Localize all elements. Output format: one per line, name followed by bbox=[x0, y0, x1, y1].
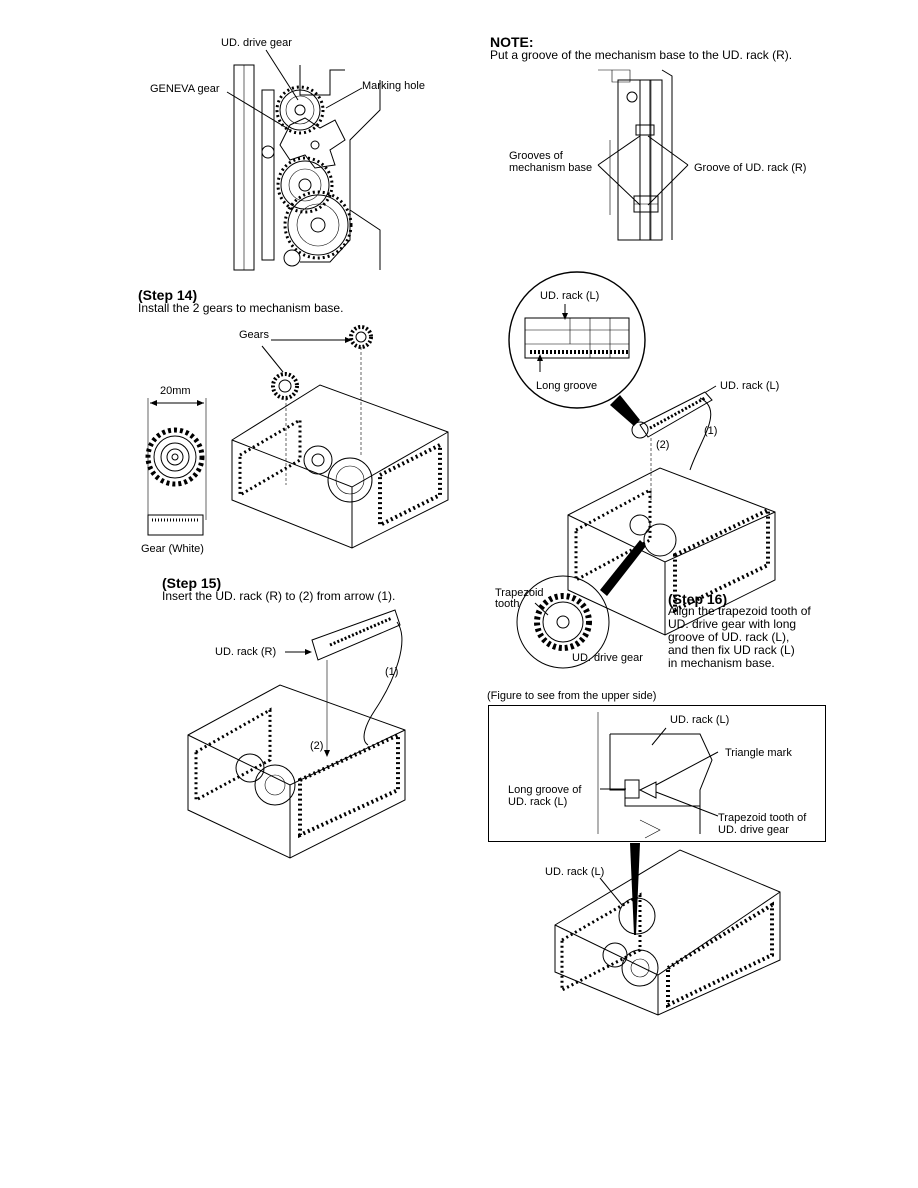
step16-line-4: and then fix UD rack (L) bbox=[668, 643, 795, 657]
label-rack-l-side: UD. rack (L) bbox=[720, 380, 780, 392]
upper-side-drawing bbox=[597, 712, 719, 839]
note-title: NOTE: bbox=[490, 34, 534, 50]
step16-line-1: Align the trapezoid tooth of bbox=[668, 604, 811, 618]
label-long-groove-of-2: UD. rack (L) bbox=[508, 796, 568, 808]
label-bottom-rack-l: UD. rack (L) bbox=[545, 866, 605, 878]
label-triangle-mark: Triangle mark bbox=[725, 747, 792, 759]
note-rack-drawing bbox=[597, 69, 689, 241]
label-20mm: 20mm bbox=[160, 385, 191, 397]
geneva-gear-drawing bbox=[226, 49, 381, 271]
step16-line-3: groove of UD. rack (L), bbox=[668, 630, 790, 644]
label-trapezoid-2: tooth bbox=[495, 598, 520, 610]
step14-drawing bbox=[145, 325, 449, 549]
label-groove-rack-r: Groove of UD. rack (R) bbox=[694, 162, 807, 174]
label-trapezoid-1: Trapezoid bbox=[495, 587, 544, 599]
label-marking-hole: Marking hole bbox=[362, 80, 425, 92]
label-long-groove-of-1: Long groove of bbox=[508, 784, 582, 796]
label-rack-l-zoom: UD. rack (L) bbox=[540, 290, 600, 302]
label-arrow-1: (1) bbox=[385, 666, 399, 678]
upper-view-frame bbox=[488, 705, 826, 842]
label-ud-drive-gear: UD. drive gear bbox=[221, 37, 292, 49]
label-trap-tooth-1: Trapezoid tooth of bbox=[718, 812, 807, 824]
bottom-drawing bbox=[554, 843, 781, 1016]
upper-view-caption: (Figure to see from the upper side) bbox=[487, 690, 657, 702]
label-ud-drive-gear-2: UD. drive gear bbox=[572, 652, 643, 664]
step15-drawing bbox=[187, 609, 406, 859]
note-text: Put a groove of the mechanism base to th… bbox=[490, 48, 793, 62]
label-long-groove: Long groove bbox=[536, 380, 598, 392]
label-step16-arrow-1: (1) bbox=[704, 425, 718, 437]
label-upper-rack-l: UD. rack (L) bbox=[670, 714, 730, 726]
step15-text: Insert the UD. rack (R) to (2) from arro… bbox=[162, 589, 396, 603]
label-grooves-base-1: Grooves of bbox=[509, 150, 563, 162]
step15-title: (Step 15) bbox=[162, 575, 222, 591]
step14-title: (Step 14) bbox=[138, 287, 198, 303]
label-gear-white: Gear (White) bbox=[141, 543, 204, 555]
label-step16-arrow-2: (2) bbox=[656, 439, 670, 451]
label-grooves-base-2: mechanism base bbox=[509, 162, 593, 174]
step14-text: Install the 2 gears to mechanism base. bbox=[138, 301, 344, 315]
label-ud-rack-r: UD. rack (R) bbox=[215, 646, 277, 658]
step16-drawing bbox=[508, 271, 776, 669]
step16-line-5: in mechanism base. bbox=[668, 656, 775, 670]
label-trap-tooth-2: UD. drive gear bbox=[718, 824, 789, 836]
label-gears: Gears bbox=[239, 329, 269, 341]
label-arrow-2: (2) bbox=[310, 740, 324, 752]
step16-line-2: UD. drive gear with long bbox=[668, 617, 797, 631]
step16-title: (Step 16) bbox=[668, 591, 728, 607]
label-geneva-gear: GENEVA gear bbox=[150, 83, 220, 95]
